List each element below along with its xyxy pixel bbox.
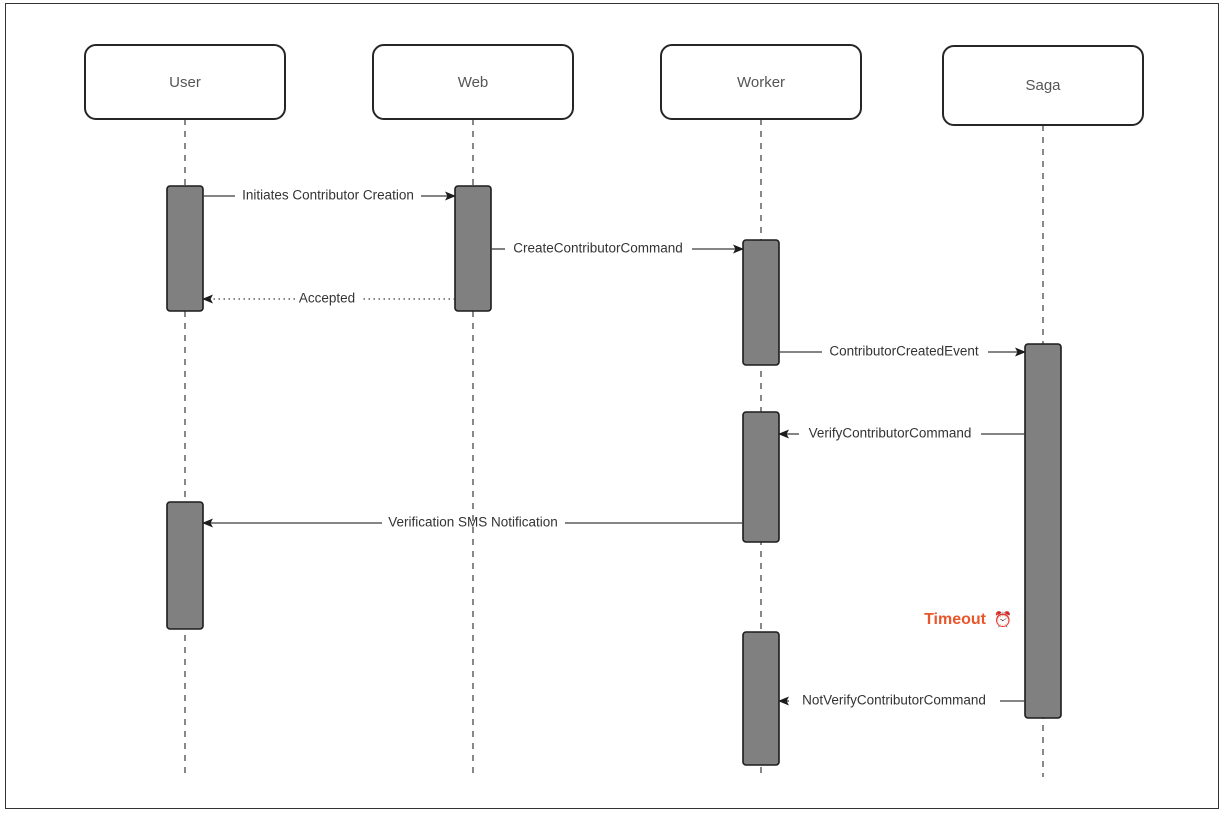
note-timeout-label: Timeout [924,611,987,628]
notes-group: Timeout ⏰ [924,610,1012,629]
message-verify-contributor-command[interactable]: VerifyContributorCommand [778,426,1025,441]
message-label-6: Verification SMS Notification [388,515,558,530]
activation-bar-web-1[interactable] [454,185,492,312]
lifelines-group [184,119,1044,777]
messages-group: Initiates Contributor Creation CreateCon… [202,188,1026,708]
message-label-5: VerifyContributorCommand [809,426,972,441]
note-timeout[interactable]: Timeout ⏰ [924,610,1012,629]
participant-label-web: Web [458,74,489,91]
participant-box-worker[interactable] [660,44,862,120]
message-accepted[interactable]: Accepted [202,291,455,306]
participant-label-worker: Worker [737,74,785,91]
activation-bar-user-1[interactable] [166,185,204,312]
participant-label-user: User [169,74,201,91]
message-label-3: Accepted [299,291,355,306]
message-create-contributor-command[interactable]: CreateContributorCommand [491,241,744,256]
activation-bar-worker-2[interactable] [742,411,780,543]
message-label-7: NotVerifyContributorCommand [802,693,986,708]
activations-group [166,185,1062,766]
activation-bar-worker-3[interactable] [742,631,780,766]
participant-saga[interactable]: Saga [942,45,1144,126]
message-label-1: Initiates Contributor Creation [242,188,414,203]
message-not-verify-contributor-command[interactable]: NotVerifyContributorCommand [778,693,1025,708]
participant-user[interactable]: User [84,44,286,120]
participant-web[interactable]: Web [372,44,574,120]
message-initiates-contributor-creation[interactable]: Initiates Contributor Creation [203,188,456,203]
participant-label-saga: Saga [1025,77,1061,94]
participants-group: User Web Worker Saga [84,44,1144,126]
participant-worker[interactable]: Worker [660,44,862,120]
activation-bar-worker-1[interactable] [742,239,780,366]
participant-box-web[interactable] [372,44,574,120]
participant-box-saga[interactable] [942,45,1144,126]
message-contributor-created-event[interactable]: ContributorCreatedEvent [779,344,1026,359]
message-label-4: ContributorCreatedEvent [829,344,979,359]
message-label-2: CreateContributorCommand [513,241,683,256]
participant-box-user[interactable] [84,44,286,120]
activation-bar-saga-1[interactable] [1024,343,1062,719]
alarm-clock-icon: ⏰ [994,610,1013,629]
diagram-frame [5,3,1219,809]
activation-bar-user-2[interactable] [166,501,204,630]
message-verification-sms-notification[interactable]: Verification SMS Notification [202,515,743,530]
